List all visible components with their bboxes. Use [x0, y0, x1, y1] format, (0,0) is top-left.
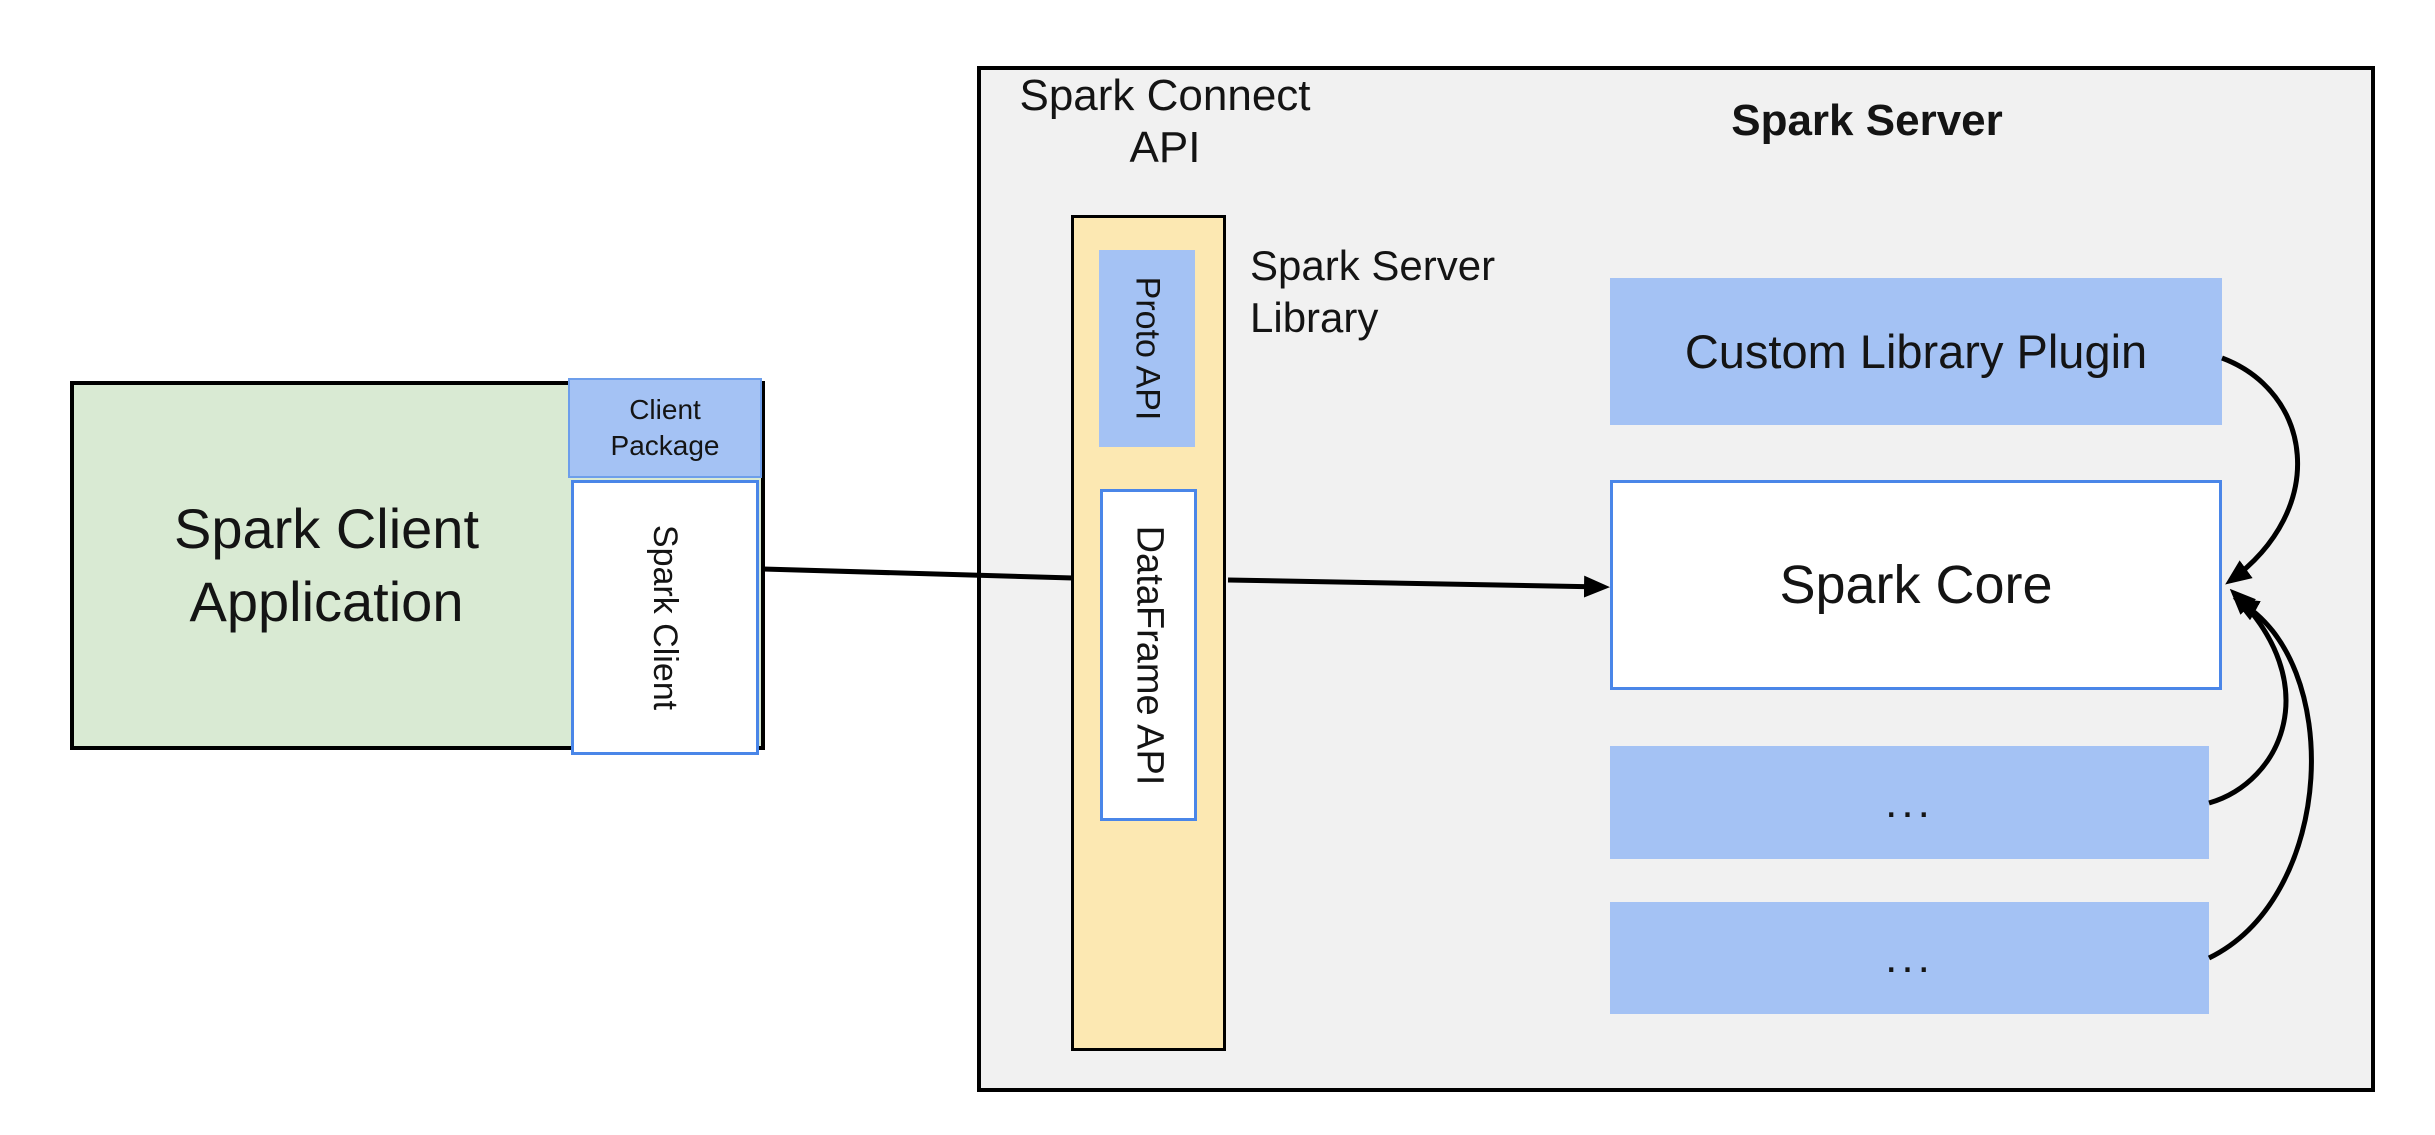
- client-package-line1: Client: [629, 394, 701, 426]
- custom-library-plugin-box: Custom Library Plugin: [1610, 278, 2222, 425]
- spark-connect-api-heading: Spark Connect API: [1000, 70, 1330, 174]
- spark-server-library-line2: Library: [1250, 294, 1379, 342]
- server-module-row-2: ...: [1610, 902, 2209, 1014]
- proto-api-label: Proto API: [1128, 276, 1167, 421]
- spark-client-application-line1: Spark Client: [173, 496, 480, 560]
- server-module-row-1: ...: [1610, 746, 2209, 859]
- spark-server-library-line1: Spark Server: [1250, 242, 1496, 289]
- spark-core-box: Spark Core: [1610, 480, 2222, 690]
- client-package-box: Client Package: [568, 378, 762, 478]
- spark-client-application-label: Spark Client Application: [174, 493, 479, 639]
- proto-api-box: Proto API: [1099, 250, 1195, 447]
- spark-server-heading: Spark Server: [1731, 96, 2003, 145]
- client-package-line2: Package: [610, 430, 720, 461]
- spark-client-label: Spark Client: [646, 524, 685, 711]
- spark-client-application-label-zone: Spark Client Application: [74, 385, 579, 746]
- dataframe-api-label: DataFrame API: [1128, 525, 1171, 785]
- spark-server-library-label: Spark Server Library: [1250, 240, 1610, 344]
- spark-connect-api-line1: Spark Connect: [1019, 71, 1311, 120]
- dataframe-api-box: DataFrame API: [1100, 489, 1197, 821]
- spark-client-application-line2: Application: [189, 569, 464, 633]
- spark-client-box: Spark Client: [571, 480, 759, 755]
- spark-connect-api-line2: API: [1129, 122, 1201, 172]
